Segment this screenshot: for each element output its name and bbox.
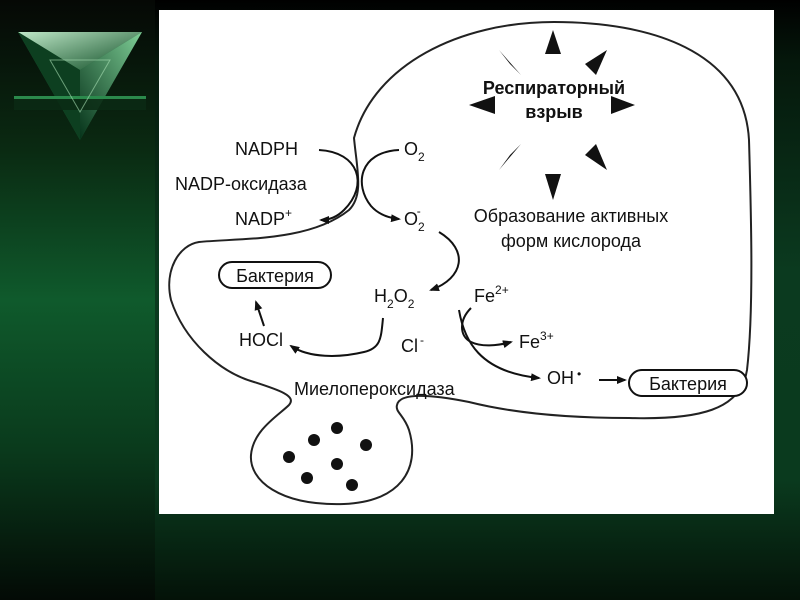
hydrogen-peroxide-label: H2O2 — [374, 286, 415, 311]
myeloperoxidase-label: Миелопероксидаза — [294, 379, 456, 399]
bacterium-right-label: Бактерия — [649, 374, 727, 394]
granule-dot-icon — [283, 422, 372, 491]
superoxide-label: O2- — [404, 204, 425, 234]
hydroxyl-radical-label: OH• — [547, 367, 581, 388]
chloride-label: Cl- — [401, 333, 424, 356]
ferrous-ion-label: Fe2+ — [474, 283, 509, 306]
ros-line1: Образование активных — [474, 206, 668, 226]
bacterium-box-right — [628, 369, 748, 397]
nadph-label: NADPH — [235, 139, 298, 159]
diagram-panel: Респираторный взрыв Образование активных… — [159, 10, 774, 514]
ros-line2: форм кислорода — [501, 231, 642, 251]
burst-title-line1: Респираторный — [483, 78, 625, 98]
hypochlorous-acid-label: HOCl — [239, 330, 283, 350]
bacterium-box-left — [218, 261, 332, 289]
cell-membrane — [168, 20, 753, 506]
bacterium-left-label: Бактерия — [236, 266, 314, 286]
respiratory-burst-diagram: Респираторный взрыв Образование активных… — [168, 20, 753, 506]
burst-title-line2: взрыв — [525, 102, 582, 122]
oxygen-label: O2 — [404, 139, 425, 164]
pyramid-logo-icon — [14, 32, 146, 140]
ferric-ion-label: Fe3+ — [519, 329, 554, 352]
nadp-oxidase-label: NADP-оксидаза — [175, 174, 308, 194]
nadp-plus-label: NADP+ — [235, 206, 292, 229]
burst-ray-icon — [469, 30, 635, 200]
